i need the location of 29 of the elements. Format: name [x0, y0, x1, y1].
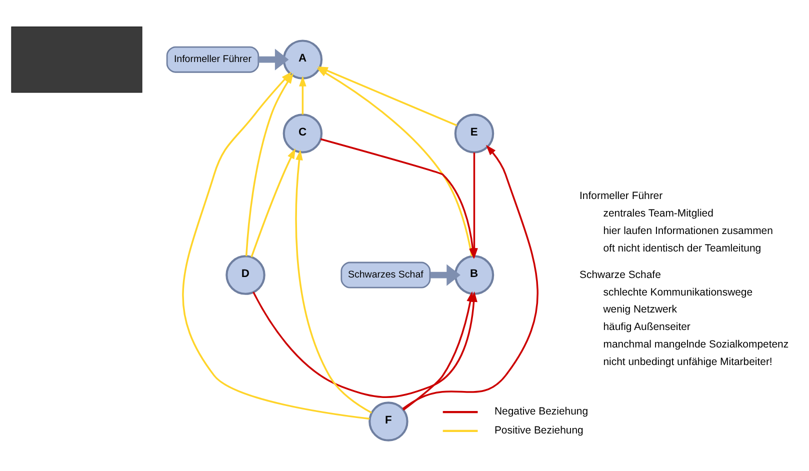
legend-label: Positive Beziehung	[494, 424, 584, 436]
label: Schwarze Schafe	[580, 269, 661, 280]
label: zentrales Team-Mitglied	[603, 208, 714, 219]
label: häufig Außenseiter	[603, 322, 690, 333]
arrow	[295, 149, 372, 414]
legend-label: Negative Beziehung	[494, 406, 588, 418]
arrow	[402, 290, 474, 410]
arrow	[299, 75, 306, 114]
node-box: Informeller Führer	[166, 46, 260, 72]
node-circle: A	[282, 39, 323, 79]
node-circle: E	[454, 113, 494, 153]
node-box: Schwarzes Schaf	[340, 261, 431, 288]
node-circle: F	[368, 401, 408, 441]
node-box	[11, 26, 142, 92]
node-circle: B	[454, 254, 494, 294]
arrow	[320, 138, 476, 258]
label: manchmal mangelnde Sozialkompetenz	[603, 339, 789, 350]
label: Informeller Führer	[580, 190, 663, 202]
arrow	[250, 148, 296, 257]
label: schlechte Kommunikationswege	[603, 286, 753, 298]
node-circle: D	[226, 254, 266, 294]
arrow	[402, 144, 538, 410]
label: wenig Netzwerk	[603, 304, 678, 316]
label: oft nicht identisch der Teamleitung	[603, 242, 762, 254]
arrow	[258, 48, 289, 70]
arrow	[430, 264, 460, 286]
label: hier laufen Informationen zusammen	[603, 225, 773, 236]
node-circle: C	[282, 113, 323, 153]
label: nicht unbedingt unfähige Mitarbeiter!	[603, 356, 772, 368]
